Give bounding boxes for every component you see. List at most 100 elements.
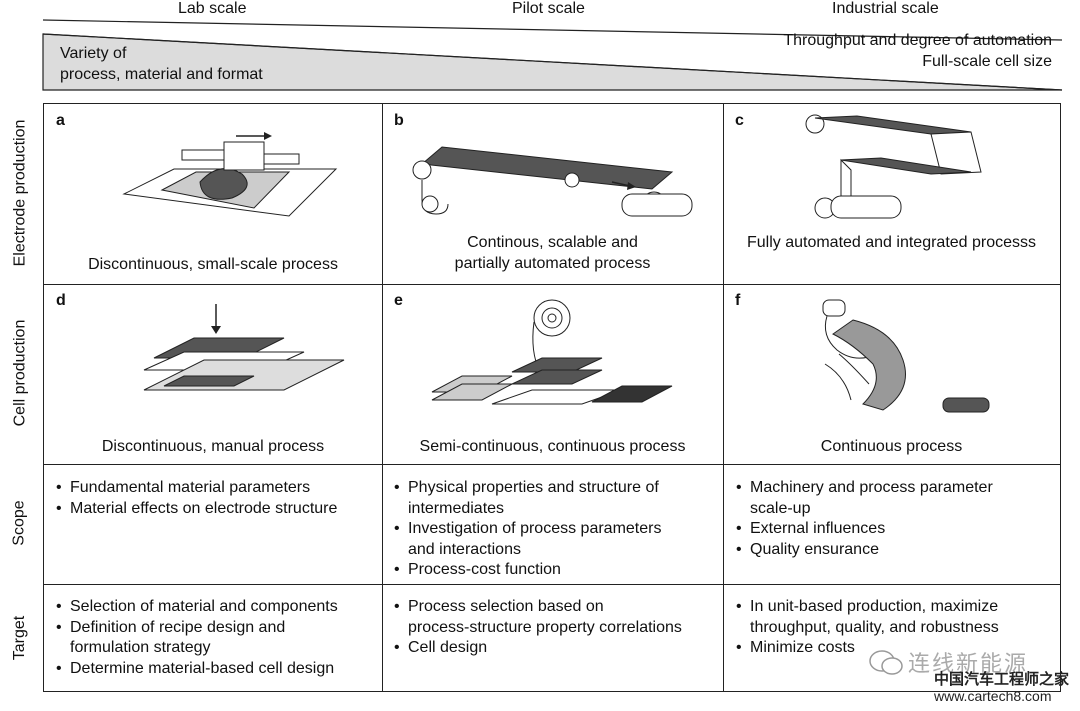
scope-list-lab: Fundamental material parameters Material… (56, 478, 337, 519)
panel-letter: b (394, 112, 404, 129)
comparison-grid: a Discontinuous, small-scale process b (43, 103, 1061, 692)
list-item: Physical properties and structure of inte… (394, 478, 661, 519)
caption-line: Discontinuous, manual process (101, 438, 325, 455)
list-item: Cell design (394, 638, 682, 659)
row-divider (44, 584, 1060, 585)
scale-label-pilot: Pilot scale (512, 0, 585, 17)
list-item-line: Cell design (408, 639, 488, 656)
row-label-text: Cell production (11, 319, 29, 427)
scale-label-lab: Lab scale (178, 0, 247, 17)
manual-cell-stacking-illustration (143, 304, 345, 391)
row-label-electrode: Electrode production (0, 103, 40, 283)
list-item-line: Definition of recipe design and (70, 618, 286, 636)
wedge-left-line: process, material and format (60, 66, 263, 83)
list-item-line: Fundamental material parameters (70, 479, 311, 496)
integrated-production-line-illustration (805, 114, 982, 219)
target-list-industrial: In unit-based production, maximize throug… (736, 597, 999, 659)
watermark: 连线新能源 中国汽车工程师之家 www.cartech8.com (868, 646, 1078, 708)
list-item-line: Material effects on electrode structure (70, 499, 338, 517)
caption-line: Continous, scalable and (467, 234, 638, 251)
list-item: Minimize costs (736, 638, 999, 659)
list-item-line: formulation strategy (70, 639, 211, 656)
panel-letter: f (735, 292, 741, 309)
panel-d: d Discontinuous, manual process (44, 284, 382, 464)
caption-line: Fully automated and integrated processs (746, 234, 1037, 251)
panel-letter: e (394, 292, 403, 309)
panel-caption: Fully automated and integrated processs (723, 232, 1060, 253)
column-divider (382, 104, 383, 691)
list-item: External influences (736, 519, 993, 540)
list-item-line: and interactions (408, 540, 521, 558)
list-item: Selection of material and components (56, 597, 338, 618)
list-item-line: scale-up (750, 499, 811, 517)
panel-caption: Semi-continuous, continuous process (382, 436, 723, 457)
watermark-subtitle: 中国汽车工程师之家 (934, 671, 1070, 688)
list-item-line: process-structure property correlations (408, 618, 682, 636)
row-divider (44, 284, 1060, 285)
panel-caption: Discontinuous, manual process (44, 436, 382, 457)
panel-e: e Semi-continuous, continuous process (382, 284, 723, 464)
panel-caption: Continous, scalable and partially automa… (382, 232, 723, 274)
panel-c: c Fully automated and integrated process… (723, 104, 1060, 284)
watermark-title: 连线新能源 (908, 651, 1029, 676)
column-divider (723, 104, 724, 691)
panel-a: a Discontinuous, small-scale process (44, 104, 382, 284)
panel-letter: a (56, 112, 65, 129)
caption-line: partially automated process (454, 255, 651, 272)
coating-apparatus-illustration (122, 132, 338, 217)
target-list-pilot: Process selection based on process-struct… (394, 597, 682, 659)
list-item: Determine material-based cell design (56, 659, 338, 680)
panel-caption: Discontinuous, small-scale process (44, 254, 382, 275)
wedge-right-text: Throughput and degree of automation Full… (783, 30, 1052, 72)
list-item: Process selection based on process-struct… (394, 597, 682, 638)
list-item-line: Physical properties and structure of (408, 479, 659, 496)
row-label-text: Scope (11, 500, 28, 546)
watermark-url: www.cartech8.com (934, 688, 1052, 704)
wedge-right-line: Throughput and degree of automation (783, 32, 1052, 49)
list-item: Definition of recipe design and formulati… (56, 618, 338, 659)
list-item: In unit-based production, maximize throug… (736, 597, 999, 638)
list-item: Material effects on electrode structure (56, 499, 337, 520)
caption-line: Discontinuous, small-scale process (88, 256, 338, 273)
panel-b: b Continous, scalable and partially auto… (382, 104, 723, 284)
continuous-winding-illustration (822, 299, 990, 413)
caption-line: Continuous process (820, 438, 963, 455)
list-item: Investigation of process parameters and i… (394, 519, 661, 560)
list-item-line: Minimize costs (750, 639, 855, 656)
list-item-line: In unit-based production, maximize (750, 598, 999, 615)
wedge-right-line: Full-scale cell size (922, 53, 1052, 70)
list-item-line: Investigation of process parameters (408, 520, 662, 537)
list-item-line: Process-cost function (408, 561, 561, 578)
list-item-line: Selection of material and components (70, 598, 338, 615)
row-label-text: Electrode production (11, 119, 29, 267)
wedge-left-line: Variety of (60, 45, 127, 62)
list-item-line: throughput, quality, and robustness (750, 618, 999, 636)
list-item-line: Quality ensurance (750, 540, 879, 558)
caption-line: Semi-continuous, continuous process (419, 438, 686, 455)
wedge-left-text: Variety of process, material and format (60, 43, 263, 85)
panel-caption: Continuous process (723, 436, 1060, 457)
panel-letter: d (56, 292, 66, 309)
list-item-line: Determine material-based cell design (70, 659, 335, 677)
list-item-line: Process selection based on (408, 598, 604, 615)
list-item-line: Machinery and process parameter (750, 479, 993, 496)
row-divider (44, 464, 1060, 465)
chat-bubble-icon (869, 650, 903, 675)
list-item: Quality ensurance (736, 540, 993, 561)
panel-letter: c (735, 112, 744, 129)
row-label-text: Target (11, 615, 28, 660)
list-item: Process-cost function (394, 560, 661, 581)
list-item: Machinery and process parameter scale-up (736, 478, 993, 519)
list-item-line: intermediates (408, 499, 505, 517)
list-item: Fundamental material parameters (56, 478, 337, 499)
scope-list-pilot: Physical properties and structure of inte… (394, 478, 661, 581)
row-label-scope: Scope (0, 463, 40, 583)
list-item-line: External influences (750, 520, 886, 537)
semi-continuous-stacking-illustration (431, 299, 673, 405)
scope-list-industrial: Machinery and process parameterscale-up … (736, 478, 993, 560)
panel-f: f Continuous process (723, 284, 1060, 464)
row-label-cell: Cell production (0, 283, 40, 463)
row-label-target: Target (0, 583, 40, 692)
roll-to-roll-coater-illustration (412, 146, 693, 217)
scale-label-industrial: Industrial scale (832, 0, 939, 17)
